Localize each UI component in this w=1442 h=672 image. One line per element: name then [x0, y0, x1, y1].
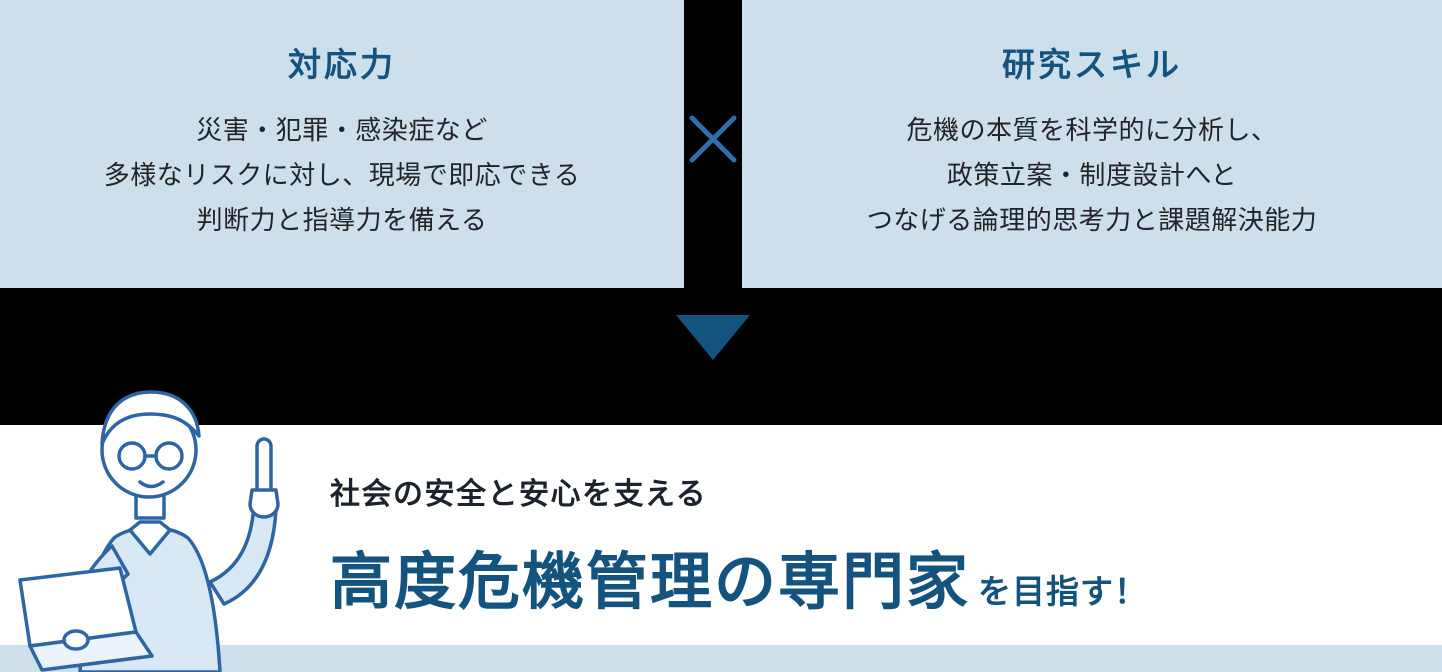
panel-text-line: 災害・犯罪・感染症など [196, 115, 488, 145]
result-section: 社会の安全と安心を支える 高度危機管理の専門家 を目指す！ [0, 390, 1442, 672]
panel-text-line: 判断力と指導力を備える [196, 205, 488, 235]
bottom-accent-strip [0, 645, 1442, 672]
response-skill-panel: 対応力 災害・犯罪・感染症など 多様なリスクに対し、現場で即応できる 判断力と指… [0, 0, 684, 288]
person-illustration [18, 390, 280, 672]
skills-row: 対応力 災害・犯罪・感染症など 多様なリスクに対し、現場で即応できる 判断力と指… [0, 0, 1442, 288]
result-headline: 高度危機管理の専門家 [330, 548, 971, 617]
result-headline-suffix: を目指す！ [978, 573, 1149, 610]
result-headline-row: 高度危機管理の専門家 を目指す！ [330, 531, 1148, 621]
result-message: 社会の安全と安心を支える 高度危機管理の専門家 を目指す！ [330, 469, 1148, 621]
panel-title-response: 対応力 [288, 46, 396, 83]
panel-text-line: 政策立案・制度設計へと [946, 160, 1238, 190]
panel-text-line: 危機の本質を科学的に分析し、 [906, 115, 1278, 145]
result-lead: 社会の安全と安心を支える [330, 478, 708, 511]
arrow-row [0, 288, 1442, 425]
research-skill-panel: 研究スキル 危機の本質を科学的に分析し、 政策立案・制度設計へと つなげる論理的… [742, 0, 1442, 288]
panel-text-line: つなげる論理的思考力と課題解決能力 [866, 205, 1318, 235]
divider-column [684, 0, 742, 288]
panel-title-research: 研究スキル [1002, 46, 1182, 83]
down-arrow-icon [676, 315, 750, 360]
panel-text-line: 多様なリスクに対し、現場で即応できる [103, 160, 581, 190]
multiply-icon [689, 115, 737, 163]
result-panel [0, 425, 1442, 645]
